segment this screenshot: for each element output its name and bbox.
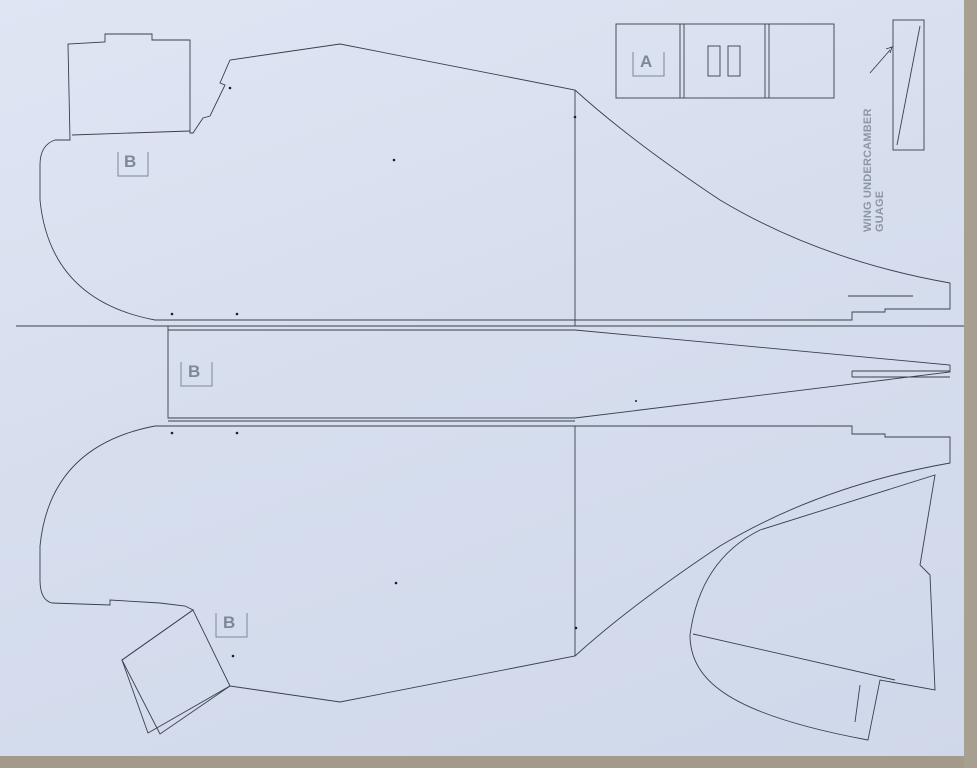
gauge-label: WING UNDERCAMBER GUAGE: [862, 108, 886, 232]
upper-fuselage-side: [39, 33, 951, 321]
part-mark-a: A: [640, 52, 653, 71]
part-mark-b-lower: B: [223, 613, 236, 632]
gauge-label-line1: WING UNDERCAMBER: [862, 108, 874, 232]
slot-left: [707, 45, 721, 77]
table-surface-bottom: [0, 756, 977, 768]
part-mark-b-strip: B: [188, 362, 201, 381]
upper-tab-line: [71, 130, 191, 136]
wing-spar-line: [692, 633, 896, 681]
gauge-label-line2: GUAGE: [874, 190, 886, 232]
table-surface-right: [964, 0, 977, 768]
part-A-panel: [615, 23, 835, 99]
wing-panel: [689, 474, 936, 741]
lower-hatch: [121, 609, 231, 735]
wing-tip-cut: [854, 684, 861, 723]
part-mark-b-upper: B: [124, 152, 137, 171]
gauge-pointer: [869, 49, 891, 74]
fuselage-bottom-strip: [167, 326, 951, 419]
undercamber-gauge: [892, 19, 925, 151]
slot-right: [727, 45, 741, 77]
lower-fuselage-side: [39, 425, 951, 734]
